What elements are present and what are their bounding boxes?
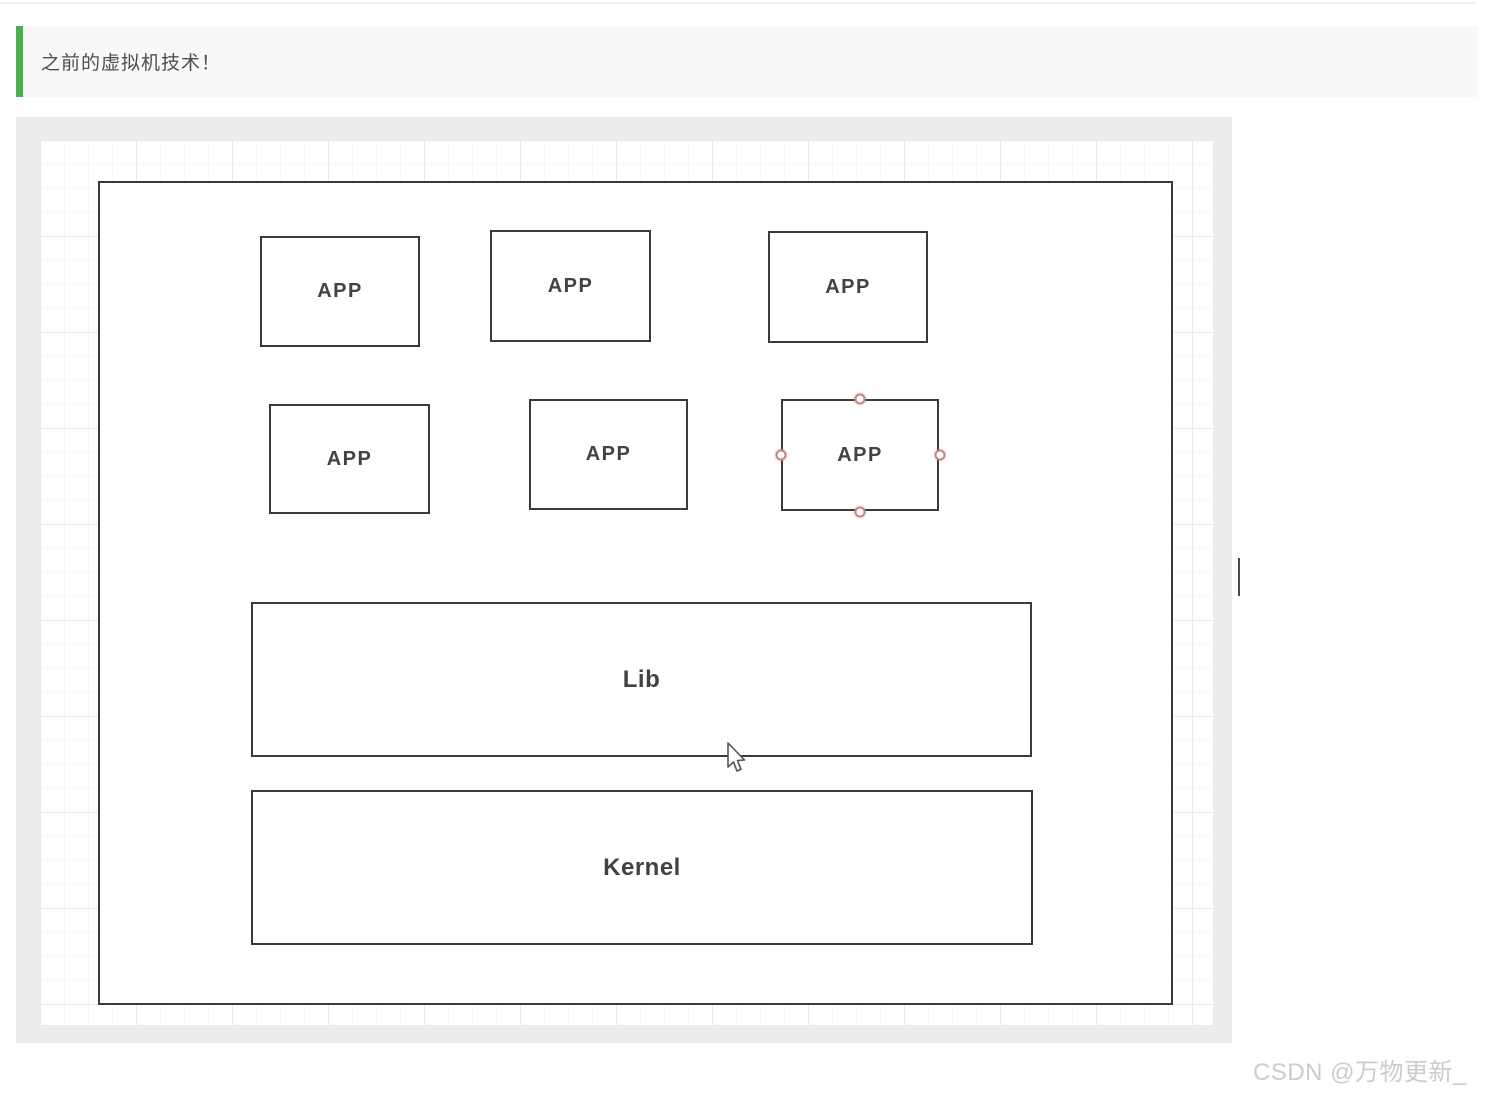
app-box-5[interactable]: APP <box>529 399 688 510</box>
app-box-label: APP <box>547 274 594 297</box>
kernel-layer-box[interactable]: Kernel <box>251 790 1033 945</box>
connection-handle-top[interactable] <box>854 393 866 404</box>
top-divider <box>0 2 1476 4</box>
section-heading: 之前的虚拟机技术！ <box>16 26 1478 97</box>
app-box-label: APP <box>317 280 363 302</box>
watermark-text: CSDN @万物更新_ <box>1253 1059 1467 1086</box>
connection-handle-left[interactable] <box>775 449 786 461</box>
app-box-label: APP <box>326 447 373 470</box>
section-title: 之前的虚拟机技术！ <box>41 53 222 74</box>
lib-layer-label: Lib <box>622 665 661 693</box>
app-box-4[interactable]: APP <box>269 404 430 514</box>
lib-layer-box[interactable]: Lib <box>251 602 1032 757</box>
app-box-label: APP <box>825 275 871 298</box>
text-caret <box>1238 558 1240 596</box>
app-box-1[interactable]: APP <box>260 236 420 347</box>
connection-handle-right[interactable] <box>934 449 945 461</box>
app-box-label: APP <box>837 443 883 466</box>
app-box-label: APP <box>585 443 632 465</box>
app-box-3[interactable]: APP <box>768 231 928 343</box>
app-box-2[interactable]: APP <box>490 230 651 342</box>
heading-accent-bar <box>16 26 23 97</box>
app-box-6-selected[interactable]: APP <box>775 393 945 517</box>
kernel-layer-label: Kernel <box>603 853 681 881</box>
connection-handle-bottom[interactable] <box>854 506 866 517</box>
